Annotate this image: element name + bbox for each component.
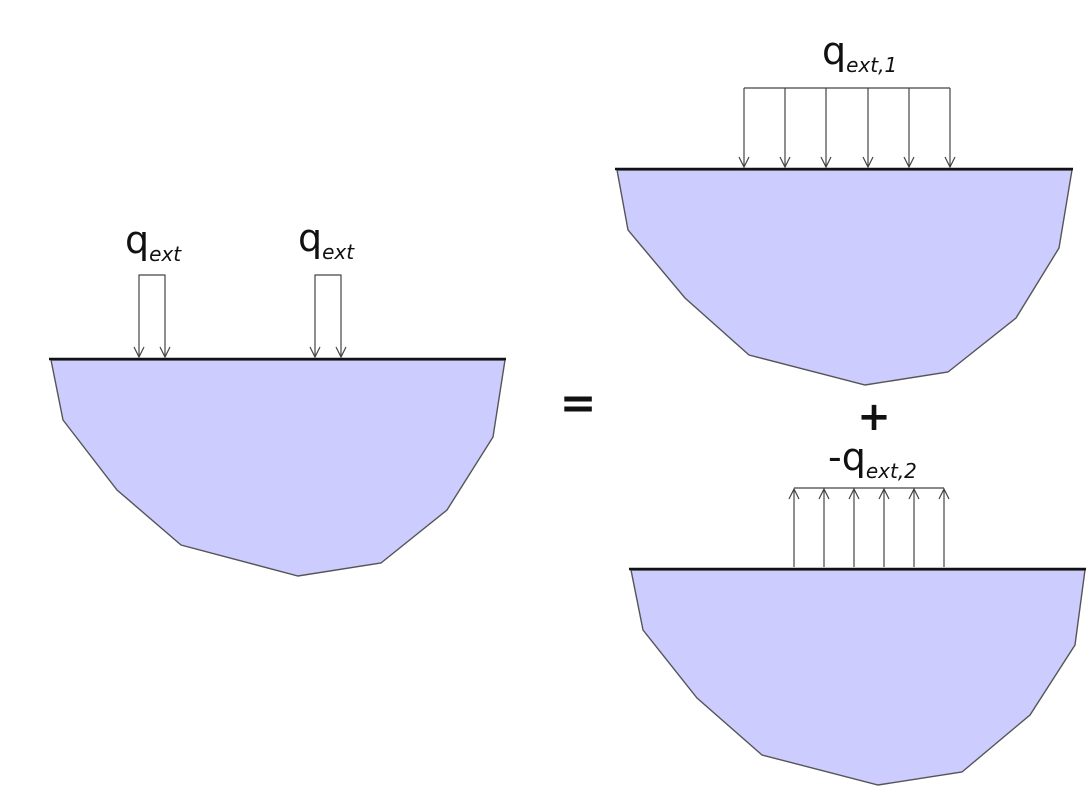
left-load-label-a: qext [125, 218, 182, 266]
left-load-a [133, 274, 171, 359]
top-right-distributed-load [738, 87, 956, 169]
left-load-b [309, 274, 347, 359]
left-soil-body [50, 359, 506, 577]
left-panel: qext qext [49, 216, 506, 577]
bottom-right-panel: -qext,2 [629, 435, 1086, 786]
top-right-panel: qext,1 [615, 29, 1073, 386]
bottom-right-distributed-load [788, 487, 950, 567]
top-right-load-label: qext,1 [822, 29, 897, 77]
equals-sign: = [560, 378, 597, 429]
bottom-right-soil-body [630, 569, 1086, 786]
top-right-soil-body [616, 169, 1073, 386]
bottom-right-load-label: -qext,2 [828, 435, 917, 483]
left-load-label-b: qext [298, 216, 355, 264]
plus-sign: + [857, 394, 891, 440]
